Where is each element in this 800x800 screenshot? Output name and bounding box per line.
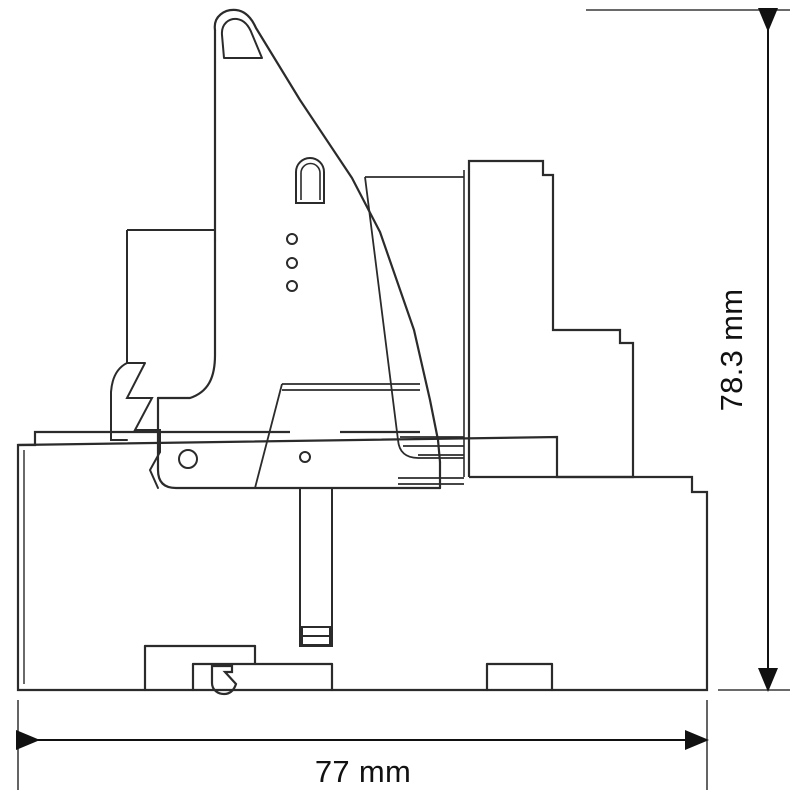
relay-front-face bbox=[364, 176, 464, 459]
arched-slot-inner bbox=[300, 162, 321, 200]
socket-base-top-profile bbox=[18, 430, 420, 447]
socket-base-outline bbox=[16, 435, 709, 692]
arched-slot-outer bbox=[295, 157, 325, 204]
pivot-hole-group bbox=[178, 449, 311, 469]
top-hook-inner bbox=[220, 17, 263, 59]
left-latch-detail bbox=[110, 362, 161, 489]
led-indicator-3 bbox=[286, 280, 298, 292]
led-indicator-2 bbox=[286, 257, 298, 269]
pivot-hole-right bbox=[299, 451, 311, 463]
relay-bottom-ledges bbox=[398, 436, 464, 485]
relay-body-right-profile bbox=[467, 159, 635, 479]
relay-housing-outline bbox=[156, 8, 442, 464]
vertical-dimension-label: 78.3 mm bbox=[714, 289, 749, 412]
horizontal-dimension-group: 77 mm bbox=[15, 700, 709, 790]
led-indicator-group bbox=[286, 233, 298, 292]
pivot-hole-left bbox=[178, 449, 198, 469]
housing-internal-divider bbox=[254, 383, 420, 489]
vertical-pin bbox=[299, 487, 333, 647]
vertical-dimension-group: 78.3 mm bbox=[586, 7, 790, 692]
led-indicator-1 bbox=[286, 233, 298, 245]
left-terminal-block bbox=[126, 229, 215, 364]
horizontal-dimension-label: 77 mm bbox=[315, 754, 411, 789]
din-rail-clip bbox=[143, 644, 554, 696]
